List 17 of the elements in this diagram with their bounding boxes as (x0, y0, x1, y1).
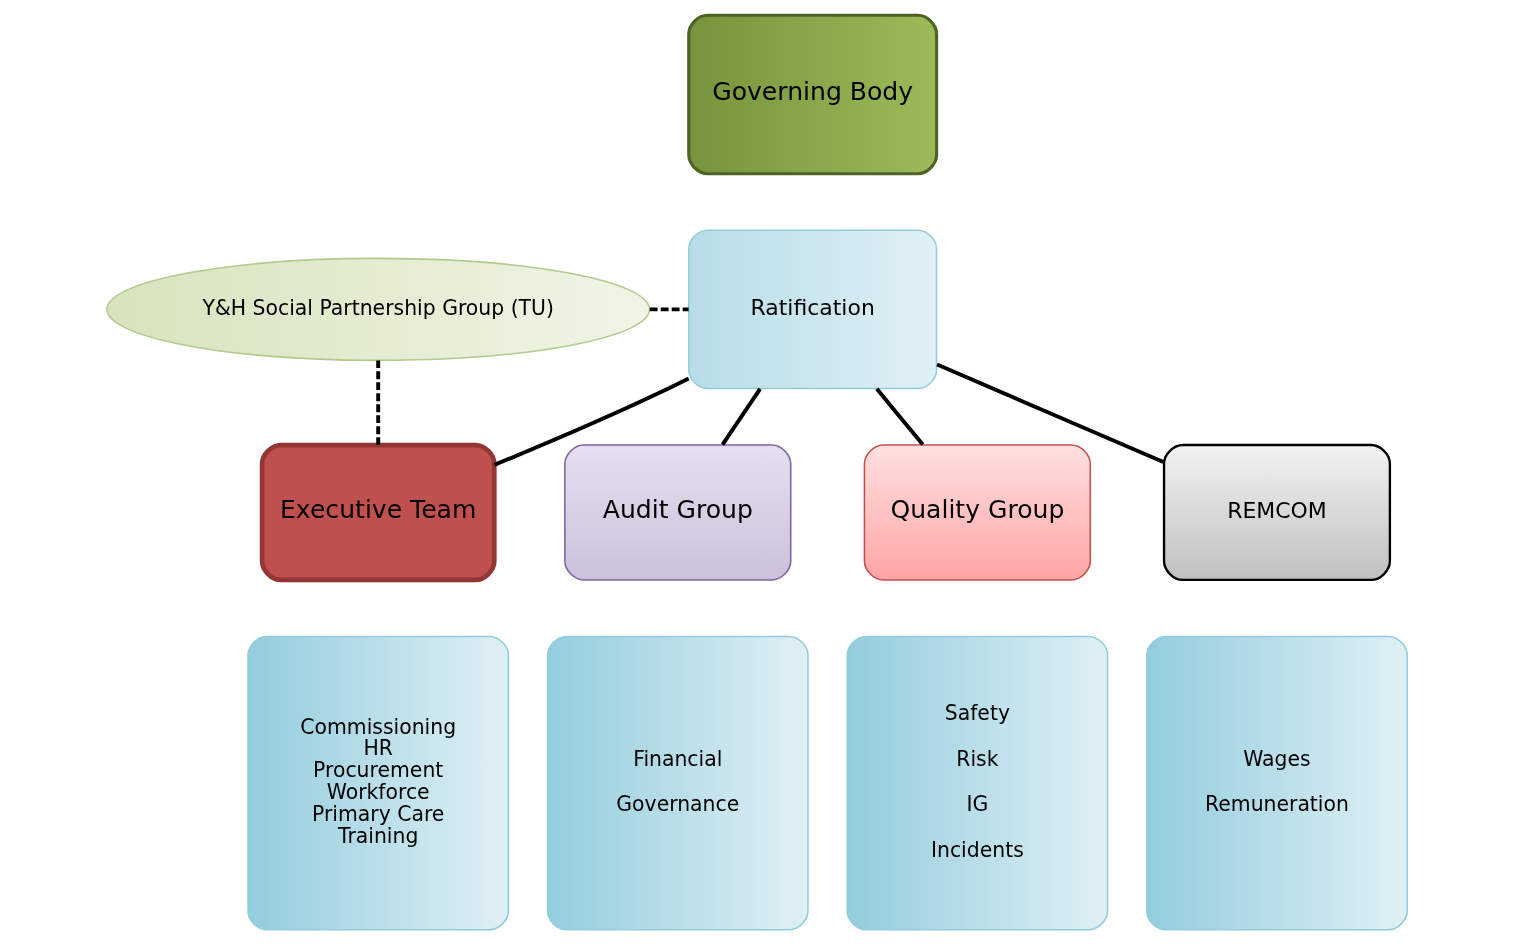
node-box: Commissioning HR Procurement Workforce Primary Care Training (246, 635, 509, 930)
node-ellipse: Y&H Social Partnership Group (TU) (105, 257, 650, 361)
node-box: Audit Group (563, 443, 791, 581)
connector (493, 376, 690, 467)
connector (720, 387, 762, 446)
node-box: Executive Team (259, 442, 497, 582)
node-box: Safety Risk IG Incidents (845, 635, 1108, 930)
connector (649, 306, 689, 311)
connector (874, 387, 924, 446)
connector (935, 362, 1164, 464)
node-box: Quality Group (863, 443, 1091, 581)
node-box: Ratification (687, 228, 937, 389)
node-box: Governing Body (686, 13, 938, 175)
node-box: Wages Remuneration (1145, 635, 1408, 930)
connector (375, 359, 380, 445)
node-box: REMCOM (1162, 443, 1391, 581)
node-box: Financial Governance (546, 635, 809, 930)
